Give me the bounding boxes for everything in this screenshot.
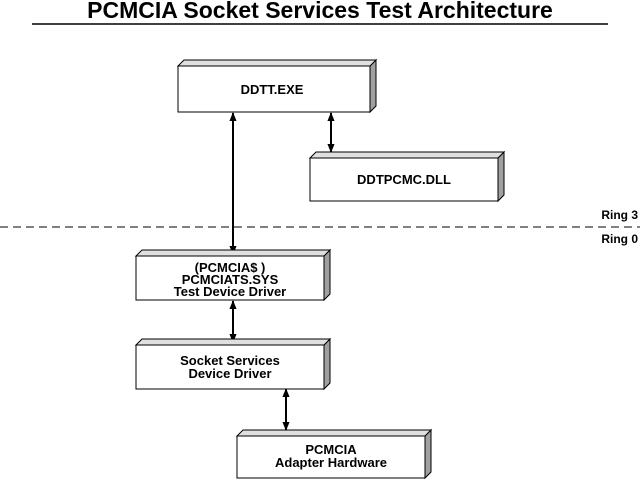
box-adapter-hardware-line-2: Adapter Hardware bbox=[275, 455, 387, 470]
box-socket-services-line-1: Socket Services bbox=[180, 353, 280, 368]
box-ddtt-exe: DDTT.EXE bbox=[176, 58, 378, 114]
box-pcmciats-sys-line-1: (PCMCIA$ ) bbox=[195, 260, 266, 275]
ring3-label: Ring 3 bbox=[601, 208, 638, 222]
box-pcmciats-sys-line-2: PCMCIATS.SYS bbox=[182, 272, 279, 287]
box-pcmciats-sys: (PCMCIA$ ) PCMCIATS.SYS Test Device Driv… bbox=[134, 248, 332, 302]
box-socket-services: Socket Services Device Driver bbox=[134, 337, 332, 391]
box-ddtpcmc-dll-line-1: DDTPCMC.DLL bbox=[357, 172, 451, 187]
box-adapter-hardware: PCMCIA Adapter Hardware bbox=[235, 428, 433, 480]
box-ddtt-exe-line-1: DDTT.EXE bbox=[241, 82, 304, 97]
ring0-label: Ring 0 bbox=[601, 232, 638, 246]
box-adapter-hardware-line-1: PCMCIA bbox=[305, 442, 357, 457]
diagram-title: PCMCIA Socket Services Test Architecture bbox=[87, 0, 553, 23]
box-pcmciats-sys-line-3: Test Device Driver bbox=[174, 284, 287, 299]
box-ddtpcmc-dll: DDTPCMC.DLL bbox=[308, 150, 506, 203]
box-socket-services-line-2: Device Driver bbox=[188, 366, 271, 381]
